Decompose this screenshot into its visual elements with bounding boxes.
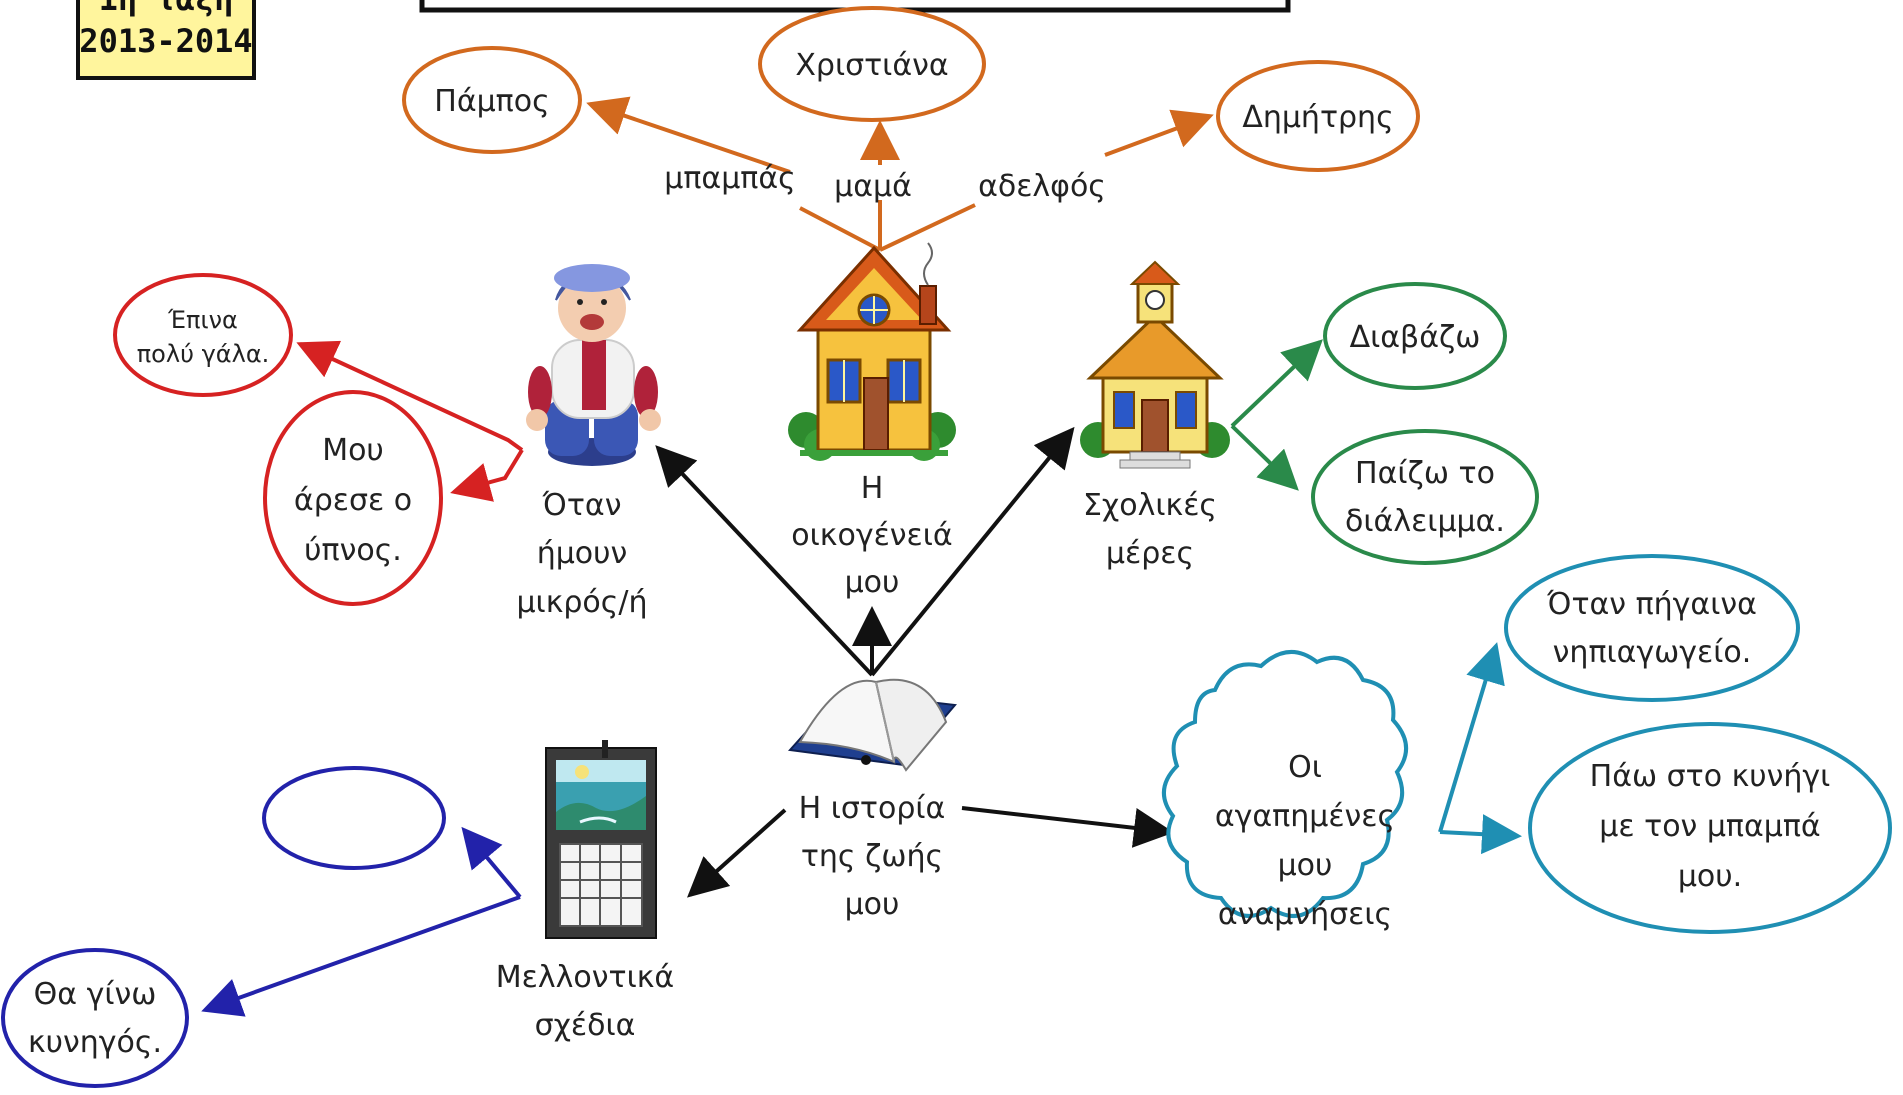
future-node-hunter-line-2: κυνηγός. xyxy=(28,1025,162,1060)
childhood-label-line-2: ήμουν xyxy=(537,536,628,571)
family-node-brother-label: Δημήτρης xyxy=(1242,100,1393,135)
memories-label-line-1: Οι xyxy=(1288,750,1322,785)
school-node-read xyxy=(1323,282,1507,390)
arrow-to-read xyxy=(1230,339,1323,428)
childhood-label-line-1: Όταν xyxy=(542,488,622,523)
childhood-node-milk-line-2: πολύ γάλα. xyxy=(137,340,270,368)
childhood-node-sleep-line-1: Μου xyxy=(322,433,384,468)
family-label-line-1: Η xyxy=(861,471,884,506)
memories-branch: Οι αγαπημένες μου αναμνήσεις Όταν πήγαιν… xyxy=(1162,554,1892,934)
school-node-read-label: Διαβάζω xyxy=(1350,320,1481,355)
arrow-to-sleep xyxy=(450,448,524,502)
center-node: Η ιστορία της ζωής μου xyxy=(787,678,957,922)
memories-cloud xyxy=(1162,649,1408,918)
arrow-to-father xyxy=(586,96,791,174)
edge-label-brother: αδελφός xyxy=(978,169,1106,204)
future-label-line-1: Μελλοντικά xyxy=(496,960,674,995)
family-node-mother-label: Χριστιάνα xyxy=(795,48,948,83)
edge-label-mother: μαμά xyxy=(834,169,912,204)
memories-label-line-4: αναμνήσεις xyxy=(1218,897,1392,932)
memories-node-kindergarten xyxy=(1504,554,1800,702)
family-branch: μπαμπάς μαμά αδελφός Πάμπος Χριστιάνα Δη… xyxy=(402,6,1420,600)
year-badge: 1η τάξη 2013-2014 xyxy=(76,0,256,80)
center-label-line-2: της ζωής xyxy=(801,839,943,874)
school-label-line-1: Σχολικές xyxy=(1083,488,1217,523)
school-node-play-line-1: Παίζω το xyxy=(1355,456,1495,491)
memories-label-line-2: αγαπημένες xyxy=(1215,799,1395,834)
future-node-hunter xyxy=(1,948,189,1088)
memories-node-hunting xyxy=(1528,722,1892,934)
calendar-icon xyxy=(545,740,657,939)
family-node-mother xyxy=(758,6,986,122)
memories-node-hunting-line-1: Πάω στο κυνήγι xyxy=(1590,759,1831,794)
childhood-branch: Έπινα πολύ γάλα. Μου άρεσε ο ύπνος. Όταν… xyxy=(113,273,648,620)
arrow-to-empty-plan xyxy=(461,826,522,899)
school-label-line-2: μέρες xyxy=(1106,536,1194,571)
arrow-to-milk xyxy=(296,340,524,452)
arrow-to-future xyxy=(687,808,787,898)
future-node-empty xyxy=(262,766,446,870)
arrow-to-brother xyxy=(1104,109,1214,157)
book-icon xyxy=(787,678,957,772)
future-branch: Θα γίνω κυνηγός. Μελλοντικά σχέδια xyxy=(1,766,674,1088)
center-label-line-1: Η ιστορία xyxy=(799,791,946,826)
arrow-to-memories xyxy=(961,806,1174,848)
childhood-node-sleep-line-2: άρεσε ο xyxy=(294,483,412,518)
badge-line-1: 1η τάξη xyxy=(99,0,234,18)
school-branch: Διαβάζω Παίζω το διάλειμμα. Σχολικές μέρ… xyxy=(1083,282,1539,571)
edge-label-father: μπαμπάς xyxy=(664,161,795,196)
center-label-line-3: μου xyxy=(845,887,900,922)
baby-photo xyxy=(526,264,661,466)
arrow-to-play xyxy=(1230,424,1299,491)
family-label-line-3: μου xyxy=(845,565,900,600)
memories-node-kindergarten-line-1: Όταν πήγαινα xyxy=(1546,587,1757,622)
badge-line-2: 2013-2014 xyxy=(79,22,252,60)
arrow-to-kindergarten xyxy=(1438,642,1505,833)
family-node-father xyxy=(402,46,582,154)
memories-node-hunting-line-2: με τον μπαμπά xyxy=(1599,809,1820,844)
memories-node-kindergarten-line-2: νηπιαγωγείο. xyxy=(1553,635,1752,670)
future-node-hunter-line-1: Θα γίνω xyxy=(34,977,157,1012)
central-connectors xyxy=(655,426,1174,898)
childhood-label-line-3: μικρός/ή xyxy=(516,585,647,620)
arrow-to-school xyxy=(870,426,1075,677)
school-node-play xyxy=(1311,429,1539,565)
childhood-node-sleep-line-3: ύπνος. xyxy=(304,533,402,568)
school-icon xyxy=(1080,260,1230,469)
family-node-brother xyxy=(1216,60,1420,172)
family-node-father-label: Πάμπος xyxy=(434,84,549,119)
childhood-node-milk xyxy=(113,273,293,397)
memories-node-hunting-line-3: μου. xyxy=(1678,859,1742,894)
family-label-line-2: οικογένειά xyxy=(791,518,952,553)
arrow-to-hunting xyxy=(1439,814,1522,855)
memories-label-line-3: μου xyxy=(1278,848,1333,883)
childhood-node-sleep xyxy=(263,390,443,606)
childhood-node-milk-line-1: Έπινα xyxy=(167,306,238,334)
house-icon xyxy=(788,242,956,461)
school-node-play-line-2: διάλειμμα. xyxy=(1345,504,1505,539)
arrow-to-childhood xyxy=(655,445,874,677)
future-label-line-2: σχέδια xyxy=(535,1008,636,1043)
arrow-to-hunter xyxy=(201,895,521,1017)
